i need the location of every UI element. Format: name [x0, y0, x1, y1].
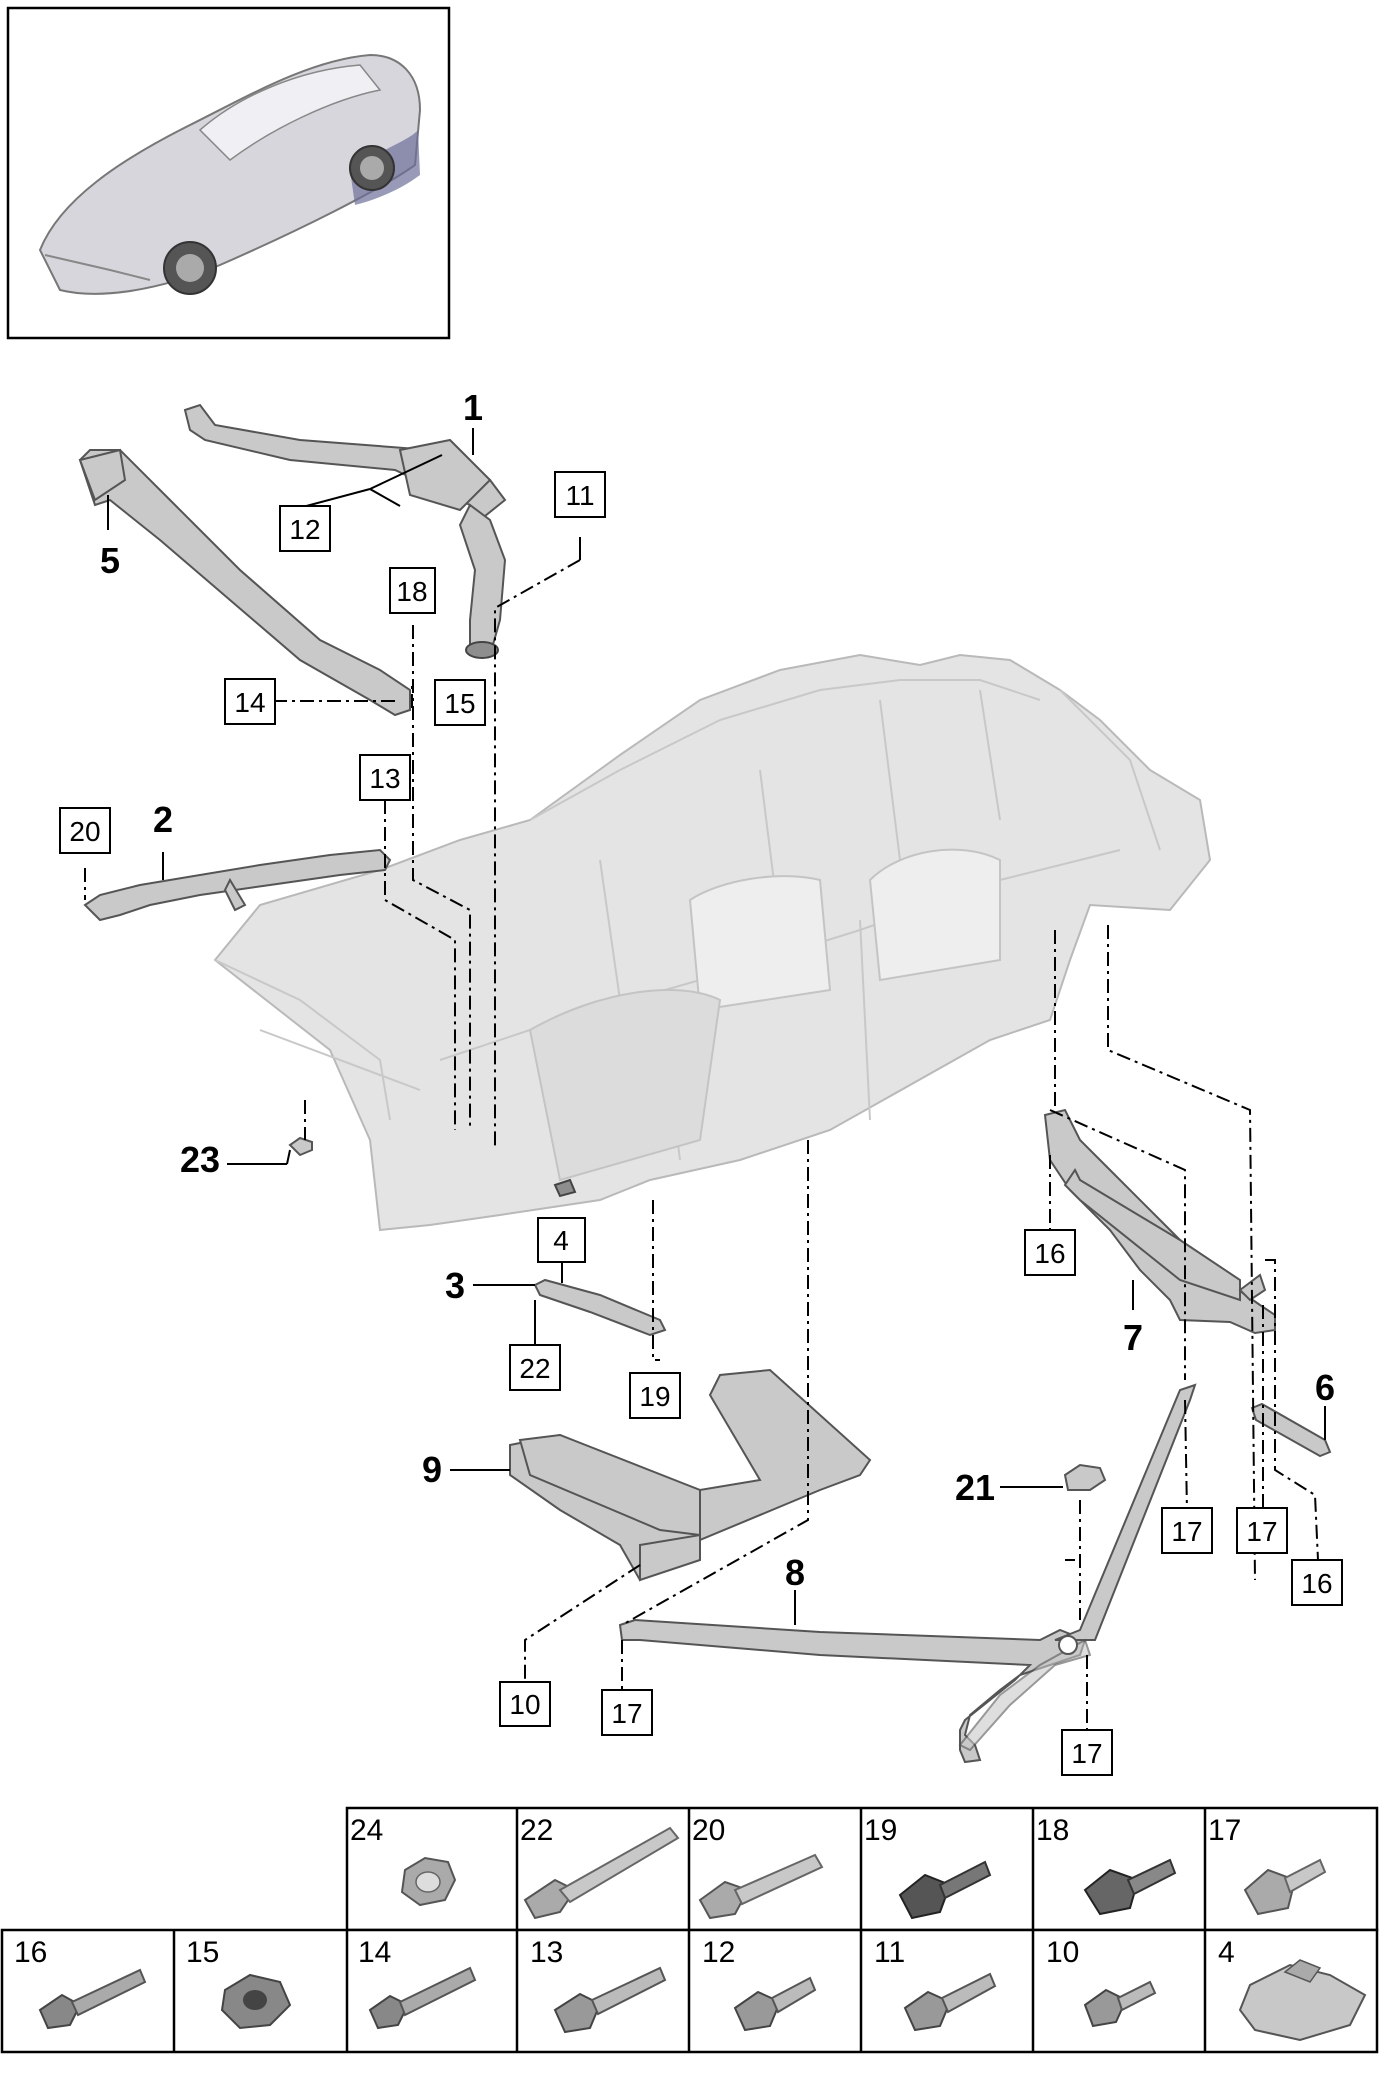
callout-2: 2 — [153, 799, 173, 840]
svg-text:16: 16 — [1301, 1568, 1332, 1599]
body-in-white — [213, 653, 1212, 1232]
boxed-callouts: 4 10 11 12 13 14 15 16 16 17 17 17 17 18… — [59, 471, 1343, 1776]
svg-text:12: 12 — [289, 514, 320, 545]
table-cell-16: 16 — [14, 1936, 47, 1969]
callout-21: 21 — [955, 1467, 995, 1508]
svg-text:13: 13 — [369, 763, 400, 794]
svg-text:11: 11 — [565, 480, 594, 511]
box-callout-22: 22 — [509, 1344, 561, 1391]
box-callout-11: 11 — [554, 471, 606, 518]
table-cell-13: 13 — [530, 1936, 563, 1969]
svg-text:17: 17 — [1171, 1516, 1202, 1547]
box-callout-10: 10 — [499, 1681, 551, 1727]
fastener-table: 24 22 20 19 18 17 16 15 14 13 12 11 10 4 — [0, 1806, 1379, 2054]
box-callout-18: 18 — [389, 567, 436, 614]
svg-text:17: 17 — [1071, 1738, 1102, 1769]
box-callout-17-d: 17 — [1061, 1729, 1113, 1776]
svg-text:15: 15 — [444, 688, 475, 719]
table-cell-24: 24 — [350, 1814, 383, 1847]
svg-text:16: 16 — [1034, 1238, 1065, 1269]
part-7-rear-cross-member — [1043, 1108, 1276, 1335]
part-4-clip-location — [553, 1178, 577, 1198]
hex-bolt-short-icon — [1083, 1858, 1177, 1916]
part-1-strut-brace — [183, 403, 507, 659]
torx-short-bolt-icon — [1243, 1858, 1327, 1916]
table-cell-11: 11 — [874, 1936, 905, 1969]
part-9-underbody-plate — [509, 1368, 872, 1582]
flange-bolt-13-icon — [553, 1966, 667, 2034]
part-5-strut-brace — [78, 448, 411, 717]
box-callout-17-a: 17 — [1161, 1507, 1213, 1554]
callout-3: 3 — [445, 1265, 465, 1306]
box-callout-15: 15 — [434, 679, 486, 726]
dash-leader-lines — [84, 559, 1319, 1735]
flange-bolt-11-icon — [903, 1972, 997, 2032]
hex-nut-icon — [220, 1973, 292, 2030]
box-callout-17-b: 17 — [1236, 1507, 1288, 1554]
svg-text:10: 10 — [509, 1689, 540, 1720]
svg-text:18: 18 — [396, 576, 427, 607]
box-callout-4: 4 — [537, 1217, 586, 1263]
box-callout-19: 19 — [629, 1372, 681, 1419]
svg-text:4: 4 — [553, 1225, 569, 1256]
box-callout-13: 13 — [359, 754, 411, 801]
callout-5: 5 — [100, 540, 120, 581]
box-callout-16-a: 16 — [1024, 1229, 1076, 1276]
table-cell-14: 14 — [358, 1936, 391, 1969]
clip-nut-icon — [1238, 1959, 1367, 2042]
hex-bolt-dark-icon — [898, 1860, 992, 1920]
svg-text:19: 19 — [639, 1381, 670, 1412]
flange-bolt-12-icon — [733, 1976, 817, 2032]
svg-text:22: 22 — [519, 1353, 550, 1384]
table-cell-22: 22 — [520, 1814, 553, 1847]
flange-nut-icon — [400, 1856, 457, 1907]
callout-8: 8 — [785, 1552, 805, 1593]
table-cell-18: 18 — [1036, 1814, 1069, 1847]
long-flange-bolt-icon — [523, 1826, 680, 1920]
box-callout-16-b: 16 — [1291, 1559, 1343, 1606]
box-callout-14: 14 — [224, 678, 276, 725]
flange-bolt-10-icon — [1083, 1980, 1157, 2028]
table-cell-12: 12 — [702, 1936, 735, 1969]
part-2-front-cross-member — [83, 848, 392, 922]
table-cell-20: 20 — [692, 1814, 725, 1847]
part-3-reinforcement-strip — [533, 1278, 667, 1337]
torx-flange-bolt-icon — [698, 1853, 824, 1920]
table-cell-10: 10 — [1046, 1936, 1079, 1969]
callout-6: 6 — [1315, 1367, 1335, 1408]
long-hex-bolt-icon — [38, 1968, 147, 2030]
table-cell-15: 15 — [186, 1936, 219, 1969]
svg-text:20: 20 — [69, 816, 100, 847]
callout-7: 7 — [1123, 1317, 1143, 1358]
part-6-strut — [1250, 1402, 1332, 1458]
svg-text:17: 17 — [611, 1698, 642, 1729]
part-8-rear-brace — [618, 1383, 1197, 1764]
callout-9: 9 — [422, 1449, 442, 1490]
callout-1: 1 — [463, 387, 483, 428]
car-thumbnail-image — [38, 53, 422, 295]
table-cell-19: 19 — [864, 1814, 897, 1847]
svg-text:14: 14 — [234, 687, 265, 718]
overview-thumbnail — [6, 6, 451, 340]
part-23-bracket — [288, 1136, 313, 1157]
long-bolt-14-icon — [368, 1966, 477, 2030]
box-callout-17-c: 17 — [601, 1689, 653, 1736]
callout-23: 23 — [180, 1139, 220, 1180]
table-cell-17: 17 — [1208, 1814, 1241, 1847]
bold-callouts: 1 2 3 5 6 7 8 9 21 23 — [100, 387, 1335, 1593]
table-cell-4: 4 — [1218, 1936, 1235, 1969]
box-callout-20: 20 — [59, 807, 111, 854]
part-21-mount — [1063, 1463, 1107, 1491]
svg-text:17: 17 — [1246, 1516, 1277, 1547]
box-callout-12: 12 — [279, 505, 331, 552]
